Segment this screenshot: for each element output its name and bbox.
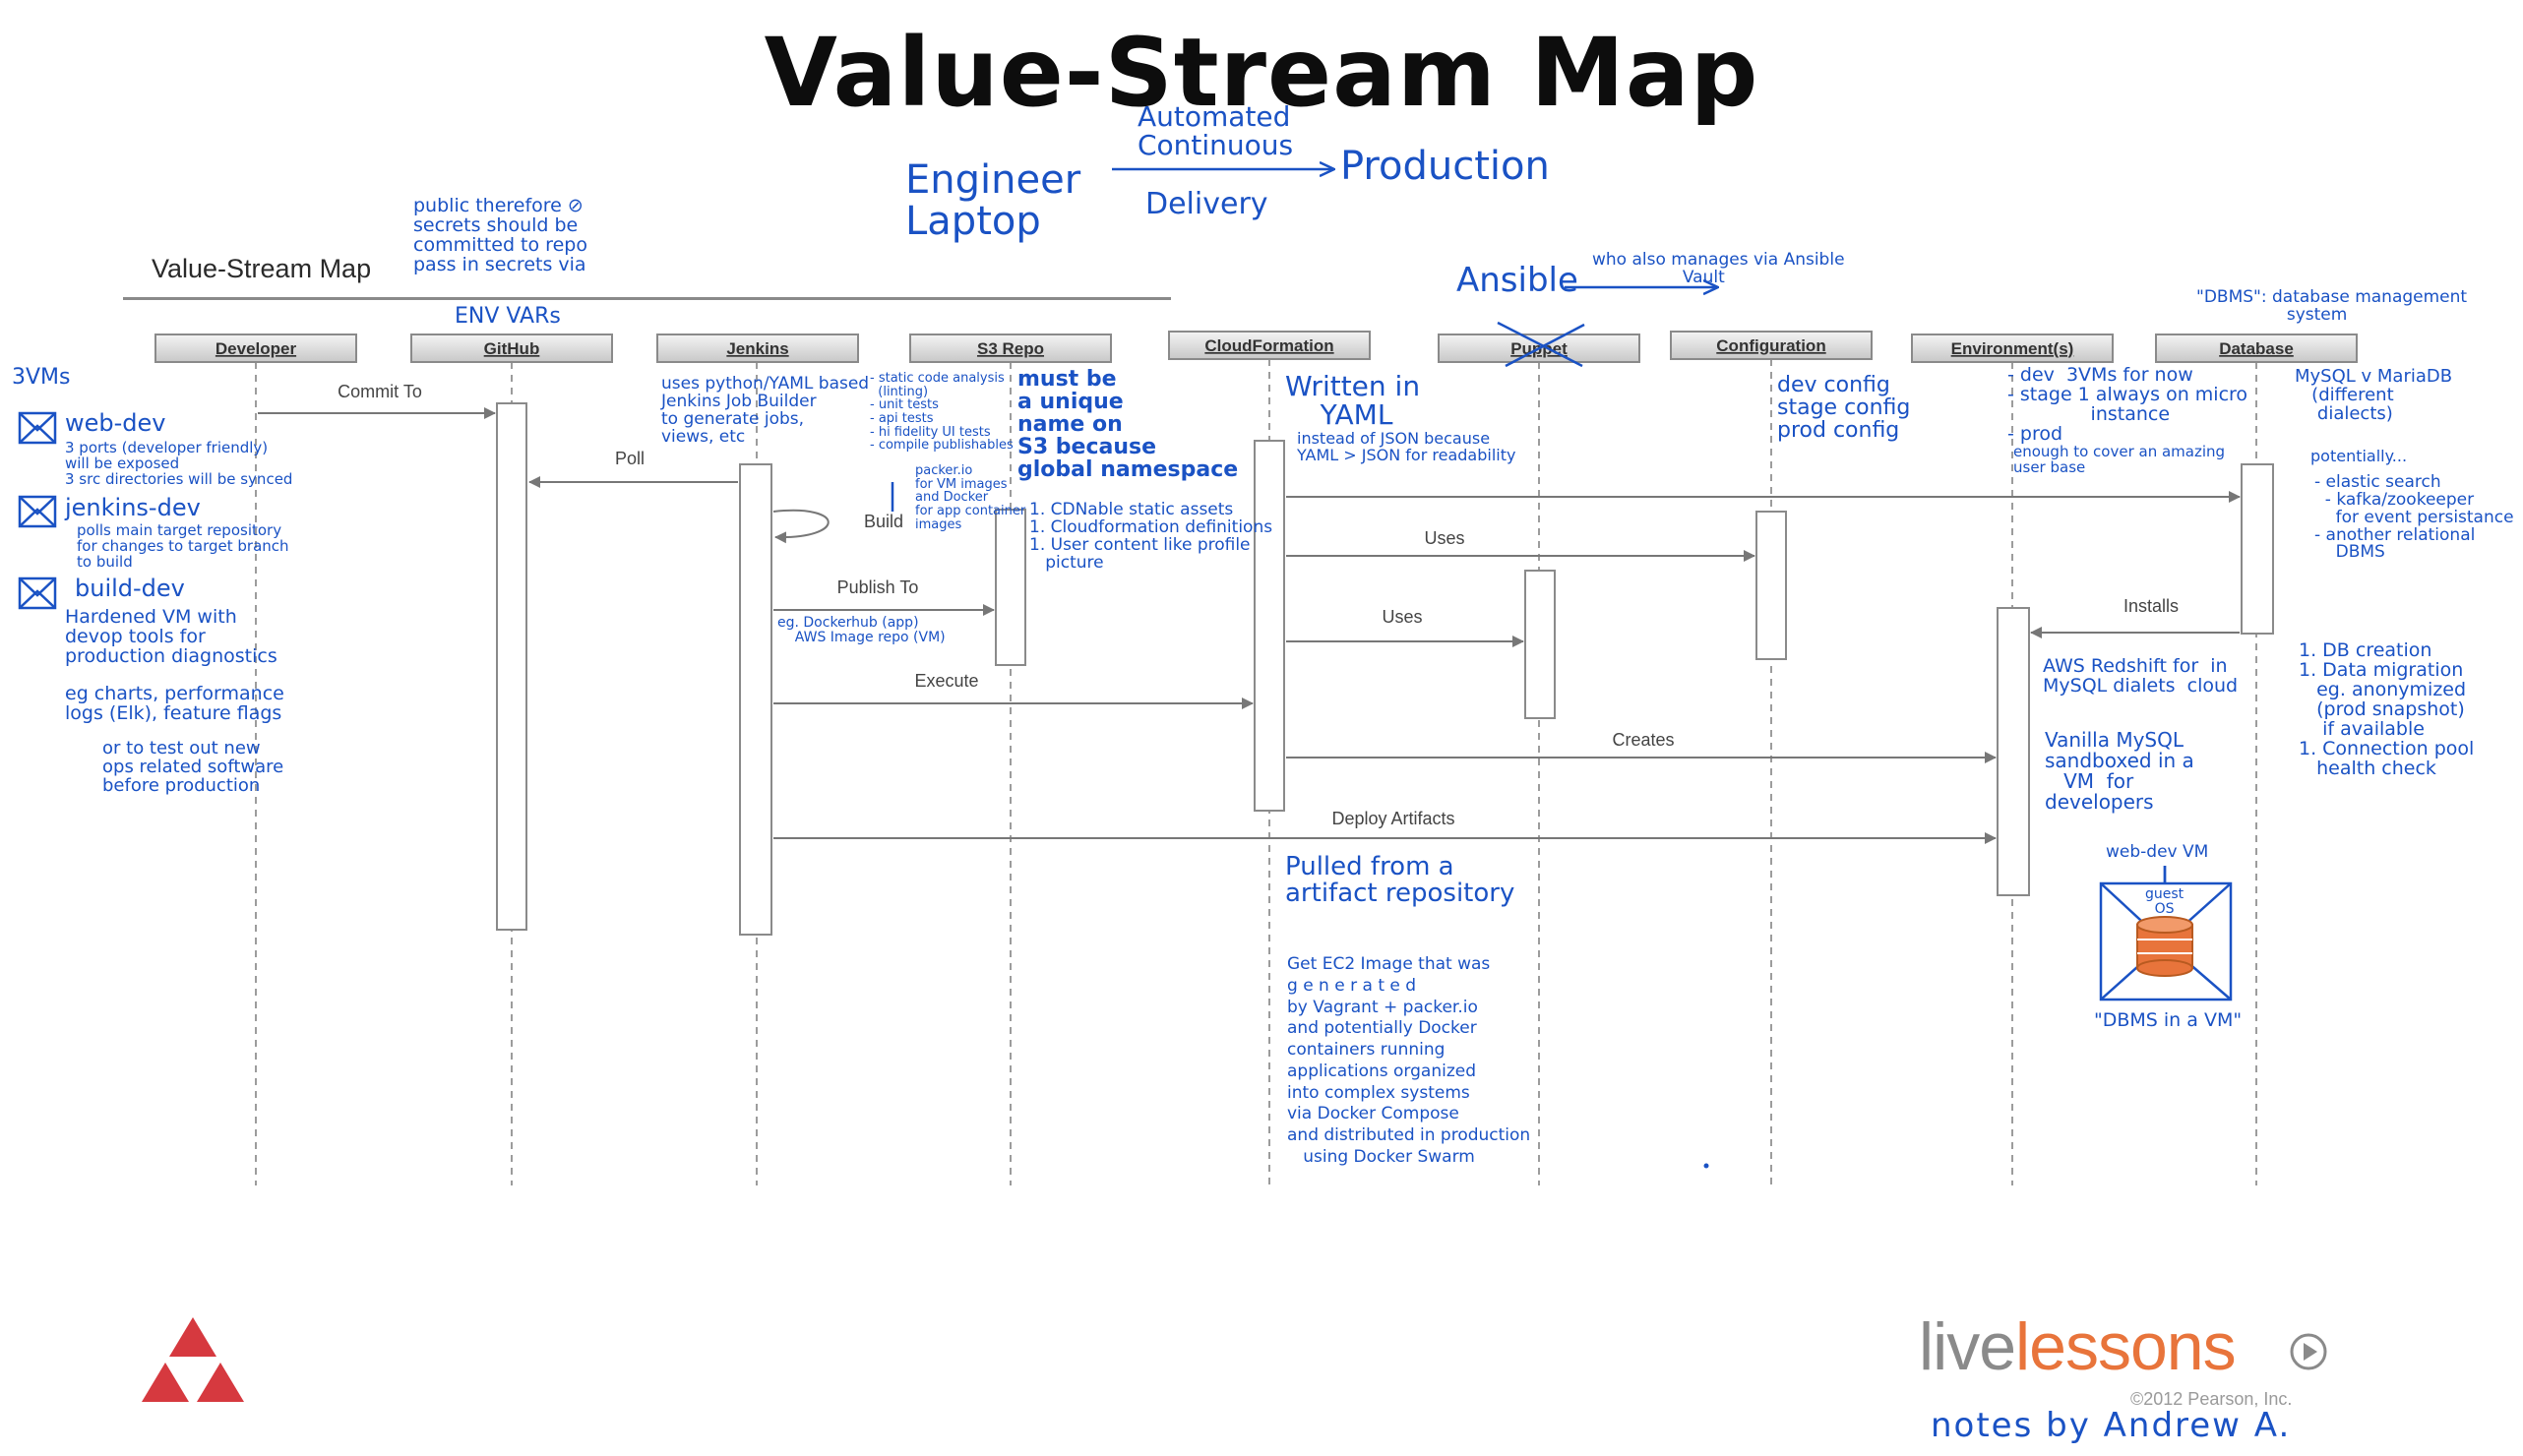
message-label-creates: Creates — [1612, 730, 1674, 750]
lifeline-box-configuration — [1670, 331, 1873, 360]
activation-environments — [1997, 607, 2030, 896]
note-dbms-in-a-vm: "DBMS in a VM" — [2094, 1009, 2243, 1031]
lifeline-label-developer: Developer — [215, 339, 297, 358]
lifeline-box-github — [410, 334, 613, 363]
lifeline-label-s3-repo: S3 Repo — [977, 339, 1044, 358]
lifeline-label-cloudformation: CloudFormation — [1204, 336, 1333, 355]
activation-jenkins — [739, 463, 772, 936]
message-label-poll: Poll — [615, 449, 645, 468]
note-ansible: Ansible — [1456, 261, 1578, 300]
note-guest-os: guest OS — [2145, 886, 2185, 917]
lifeline-label-jenkins: Jenkins — [726, 339, 788, 358]
activation-puppet — [1524, 570, 1556, 719]
copyright-text: ©2012 Pearson, Inc. — [2130, 1389, 2293, 1409]
note-environments-list: - dev 3VMs for now - stage 1 always on m… — [2007, 364, 2248, 445]
vm-icon-jenkins-dev — [18, 495, 57, 528]
note-web-dev-vm: web-dev VM — [2106, 842, 2209, 862]
note-vanilla-mysql: Vanilla MySQL sandboxed in a VM for deve… — [2045, 728, 2194, 814]
vm-icon-build-dev — [18, 576, 57, 610]
livelessons-logo: livelessons — [1919, 1308, 2237, 1385]
activation-s3-repo — [995, 509, 1026, 666]
logo-lessons: lessons — [2015, 1309, 2237, 1384]
note-jenkins-job-builder: uses python/YAML based Jenkins Job Build… — [661, 374, 870, 447]
note-github-secrets: public therefore ⊘ secrets should be com… — [413, 195, 587, 275]
note-jenkins-dev-detail: polls main target repository for changes… — [77, 521, 289, 571]
lifeline-box-cloudformation — [1168, 331, 1371, 360]
note-production: Production — [1340, 144, 1550, 189]
note-jenkins-dev: jenkins-dev — [65, 494, 201, 521]
puppet-strike-2 — [1505, 323, 1585, 368]
puppet-strike-1 — [1497, 321, 1583, 368]
note-db-alternatives: - elastic search - kafka/zookeeper for e… — [2314, 472, 2514, 563]
activation-database — [2241, 463, 2274, 635]
note-db-steps: 1. DB creation 1. Data migration eg. ano… — [2299, 639, 2475, 779]
message-label-publish-to: Publish To — [837, 577, 919, 597]
note-pulled-from-artifact: Pulled from a artifact repository — [1285, 852, 1515, 909]
note-build-dev: build-dev — [75, 575, 185, 602]
note-packer: packer.io for VM images and Docker for a… — [915, 463, 1026, 532]
lifeline-label-database: Database — [2219, 339, 2294, 358]
lifeline-box-environments — [1911, 334, 2114, 363]
note-instead-of-json: instead of JSON because YAML > JSON for … — [1297, 429, 1516, 464]
message-label-commit-to: Commit To — [338, 382, 422, 401]
note-dbms-definition: "DBMS": database management system — [2196, 287, 2468, 325]
lifeline-label-github: GitHub — [484, 339, 540, 358]
page-title: Value-Stream Map — [764, 18, 1759, 128]
lifeline-box-jenkins — [656, 334, 859, 363]
message-label-uses-puppet: Uses — [1382, 607, 1422, 627]
logo-live: live — [1919, 1309, 2016, 1384]
note-web-dev: web-dev — [65, 409, 166, 437]
message-label-uses-config: Uses — [1424, 528, 1464, 548]
note-or-test: or to test out new ops related software … — [102, 738, 284, 796]
note-s3-contents: 1. CDNable static assets 1. Cloudformati… — [1029, 500, 1273, 573]
note-build-dev-detail: Hardened VM with devop tools for product… — [65, 606, 277, 667]
lifeline-box-database — [2155, 334, 2358, 363]
note-three-vms: 3VMs — [12, 365, 71, 390]
author-note: notes by Andrew A. — [1931, 1406, 2292, 1445]
message-arrow-build — [772, 509, 830, 544]
note-publish-eg: eg. Dockerhub (app) AWS Image repo (VM) — [777, 615, 946, 645]
note-s3-unique: must be a unique name on S3 because glob… — [1017, 367, 1239, 483]
note-delivery: Delivery — [1145, 187, 1268, 221]
note-env-vars: ENV VARs — [455, 304, 561, 329]
note-get-ec2-image: Get EC2 Image that was g e n e r a t e d… — [1287, 954, 1531, 1167]
message-label-installs: Installs — [2123, 596, 2179, 616]
note-enough-userbase: enough to cover an amazing user base — [2013, 443, 2226, 476]
note-eg-charts: eg charts, performance logs (Elk), featu… — [65, 683, 284, 724]
note-potentially: potentially... — [2310, 447, 2408, 465]
play-icon — [2290, 1333, 2327, 1370]
note-ansible-vault: who also manages via Ansible Vault — [1592, 250, 1845, 287]
note-engineer-laptop: Engineer Laptop — [905, 157, 1081, 244]
activation-github — [496, 402, 527, 931]
lifeline-box-developer — [154, 334, 357, 363]
activation-cloudformation — [1254, 440, 1285, 812]
publisher-logo-icon — [142, 1317, 244, 1402]
note-written-in-yaml: Written in YAML — [1285, 370, 1421, 432]
vm-icon-web-dev — [18, 411, 57, 445]
activation-configuration — [1755, 511, 1787, 660]
lifeline-label-environments: Environment(s) — [1951, 339, 2074, 358]
note-s3-checks: - static code analysis (linting) - unit … — [870, 371, 1014, 454]
lifeline-box-s3-repo — [909, 334, 1112, 363]
message-label-build: Build — [864, 512, 903, 531]
lifeline-label-configuration: Configuration — [1716, 336, 1825, 355]
subtitle-underline — [123, 297, 1171, 300]
note-web-dev-detail: 3 ports (developer friendly) will be exp… — [65, 439, 293, 488]
diagram-subtitle: Value-Stream Map — [152, 254, 372, 283]
stray-dot — [1703, 1163, 1709, 1169]
note-automated-continuous: Automated Continuous — [1138, 100, 1294, 162]
message-label-deploy-artifacts: Deploy Artifacts — [1331, 809, 1454, 828]
note-mysql-mariadb: MySQL v MariaDB (different dialects) — [2295, 366, 2453, 424]
database-cylinder-icon — [2136, 916, 2193, 977]
note-configs: dev config stage config prod config — [1777, 373, 1911, 444]
note-aws-redshift: AWS Redshift for in MySQL dialets cloud — [2043, 655, 2239, 697]
message-label-execute: Execute — [914, 671, 978, 691]
